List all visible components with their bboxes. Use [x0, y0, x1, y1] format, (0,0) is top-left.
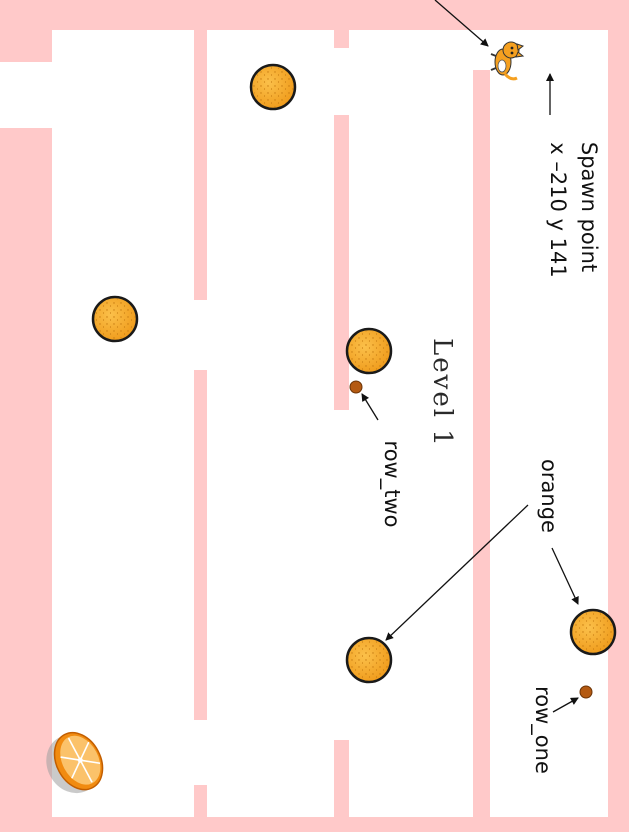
- wall-gap-1a: [192, 300, 210, 370]
- corridor-1: [52, 30, 194, 817]
- orange-icon: [345, 327, 393, 375]
- orange-icon: [569, 608, 617, 656]
- orange-icon: [345, 636, 393, 684]
- orange-icon: [91, 295, 139, 343]
- cat-icon[interactable]: [490, 41, 525, 81]
- orange-slice-icon: [46, 731, 104, 794]
- row-two-marker: [349, 380, 363, 394]
- wall-gap-2b: [332, 410, 352, 740]
- wall-gap-1b: [192, 720, 210, 785]
- entrance-gap: [0, 62, 54, 128]
- row-one-arrow: [552, 697, 579, 713]
- orange-arrow-2: [551, 547, 579, 605]
- corridor-4: [490, 30, 608, 817]
- wall-gap-2a: [332, 48, 352, 115]
- row-two-arrow: [361, 393, 379, 421]
- corridor-2: [207, 30, 334, 817]
- corridor-3: [349, 30, 473, 817]
- pointer-arrow-top: [434, 0, 489, 47]
- orange-icon: [249, 63, 297, 111]
- row-one-marker: [579, 685, 593, 699]
- wall-gap-3: [471, 30, 493, 70]
- orange-arrow-1: [385, 504, 529, 641]
